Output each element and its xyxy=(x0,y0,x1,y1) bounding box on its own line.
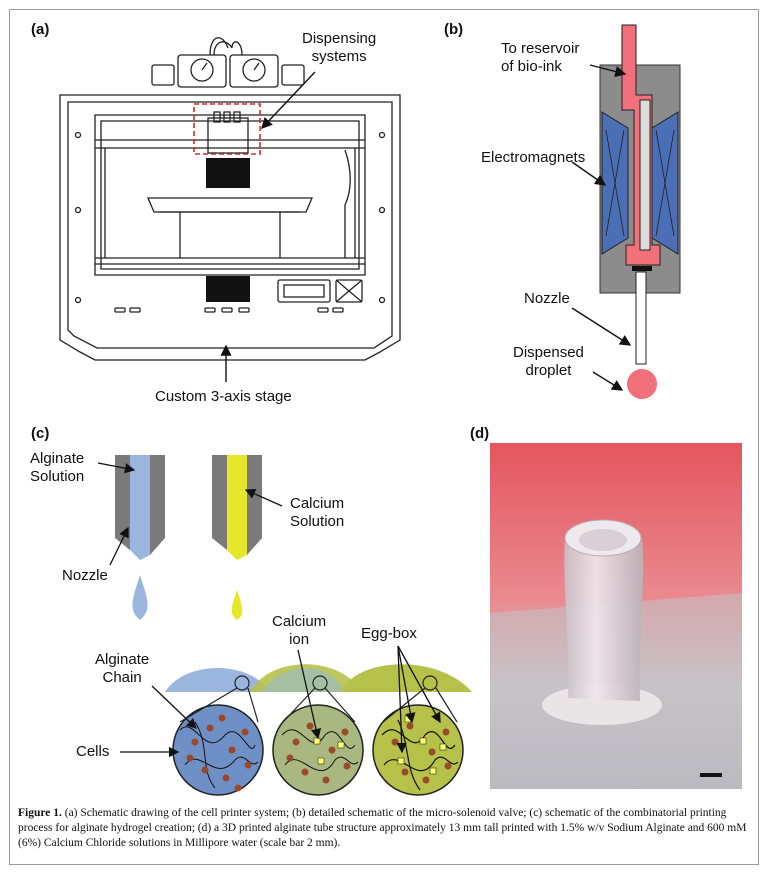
printer-schematic xyxy=(59,37,401,361)
calcium-nozzle xyxy=(212,455,262,620)
nozzle-c-label: Nozzle xyxy=(62,567,108,584)
solenoid-valve xyxy=(599,24,681,399)
panel-c-letter: (c) xyxy=(31,425,50,442)
calcium-ion-label: Calcium ion xyxy=(272,613,327,648)
reservoir-arrow xyxy=(589,64,627,77)
dispensing-arrow xyxy=(261,71,316,130)
alginate-nozzle xyxy=(115,455,165,620)
alginate-solution-label: Alginate Solution xyxy=(30,450,85,485)
dispensed-droplet-label: Dispensed droplet xyxy=(513,344,584,379)
figure-caption: Figure 1. (a) Schematic drawing of the c… xyxy=(18,806,748,851)
alginate-solution-arrow xyxy=(97,462,136,474)
cells-label: Cells xyxy=(76,743,110,760)
figure-label: Figure 1. xyxy=(18,807,62,819)
heriot-watt-logo xyxy=(206,158,250,302)
alginate-chain-label: Alginate Chain xyxy=(95,651,150,686)
panel-d-letter: (d) xyxy=(470,425,490,442)
nozzle-arrow xyxy=(571,307,632,346)
loupe-connectors xyxy=(179,675,458,723)
custom-stage-label: Custom 3-axis stage xyxy=(155,388,292,405)
dispensing-systems-label: Dispensing systems xyxy=(302,30,377,65)
electromagnet-arrow xyxy=(571,161,607,186)
electromagnets-label: Electromagnets xyxy=(481,149,586,166)
hydrogel-layer xyxy=(165,664,472,693)
alginate-tube-photo xyxy=(490,443,742,789)
panel-a-letter: (a) xyxy=(31,21,50,38)
calcium-ion-arrow xyxy=(297,649,322,740)
zoom-circle-eggbox xyxy=(372,704,464,796)
caption-text: (a) Schematic drawing of the cell printe… xyxy=(18,807,747,849)
alginate-chain-arrow xyxy=(151,685,197,729)
nozzle-label: Nozzle xyxy=(524,290,570,307)
dispensing-highlight-box xyxy=(193,103,261,155)
calcium-solution-arrow xyxy=(244,488,283,507)
nozzle-c-arrow xyxy=(109,526,129,566)
eggbox-arrow-2 xyxy=(397,645,441,724)
zoom-circle-ions xyxy=(272,704,364,796)
eggbox-arrow-3 xyxy=(396,645,407,754)
eggbox-label: Egg-box xyxy=(361,625,417,642)
calcium-solution-label: Calcium Solution xyxy=(290,495,345,530)
panel-b-letter: (b) xyxy=(444,21,464,38)
droplet-arrow xyxy=(592,371,624,391)
eggbox-arrow-1 xyxy=(397,645,416,724)
reservoir-label: To reservoir of bio-ink xyxy=(501,40,580,75)
